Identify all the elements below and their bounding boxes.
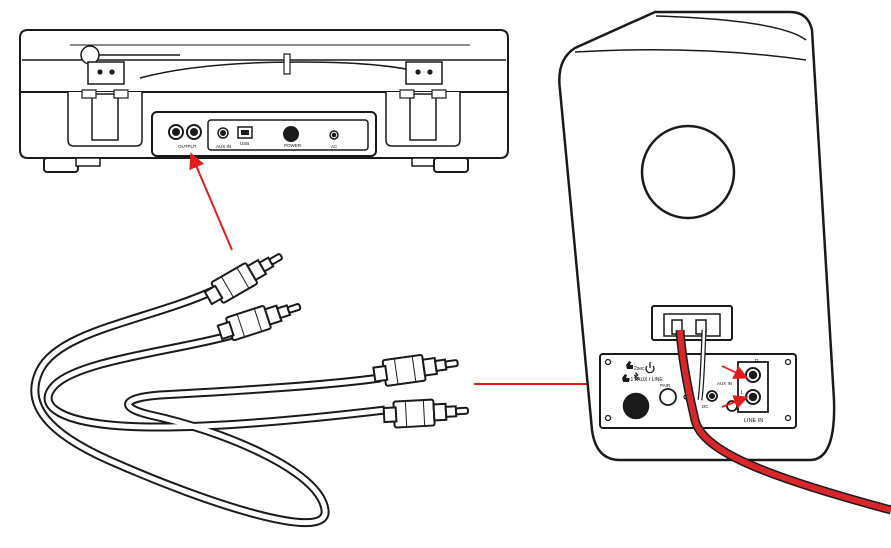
- rca-plug-right-2: [382, 398, 469, 429]
- power-hold-label: 2sec: [634, 366, 645, 372]
- aux-in-label-speaker: AUX IN: [717, 381, 732, 386]
- r-label: R: [755, 359, 759, 365]
- power-label: POWER: [284, 143, 302, 148]
- dc-label: DC: [702, 404, 709, 409]
- bluetooth-icon: [633, 371, 639, 382]
- input-mode-label: x1 / AUX / LINE: [628, 377, 663, 383]
- turntable: [19, 29, 509, 173]
- left-hinge: [67, 61, 143, 147]
- pair-button: [659, 388, 677, 406]
- bass-port: [640, 124, 736, 220]
- output-arrow: [189, 152, 233, 251]
- power-button: [283, 126, 299, 142]
- rca-plug-right-1: [372, 353, 459, 387]
- hand-icon: [622, 361, 633, 382]
- line-in-arrow-top: [721, 365, 749, 379]
- line-in-arrow-bottom: [721, 395, 749, 409]
- output-label: OUTPUT: [178, 144, 197, 149]
- rca-plug-top-1: [203, 253, 283, 306]
- right-hinge: [385, 61, 461, 147]
- ac-label: AC: [331, 144, 338, 149]
- rca-cable: [30, 285, 386, 528]
- aux-in-label: AUX IN: [216, 144, 231, 149]
- volume-knob: [622, 392, 650, 420]
- pair-label: PAIR: [660, 383, 671, 388]
- speaker-cabinet: [558, 10, 836, 462]
- power-icon: [645, 362, 655, 374]
- usb-label: USB: [240, 141, 249, 146]
- line-in-label: LINE IN: [744, 418, 763, 424]
- rca-plug-top-2: [216, 303, 302, 342]
- speaker-power-cable: [675, 329, 891, 515]
- l-label: L: [741, 390, 744, 396]
- speaker: [558, 10, 836, 462]
